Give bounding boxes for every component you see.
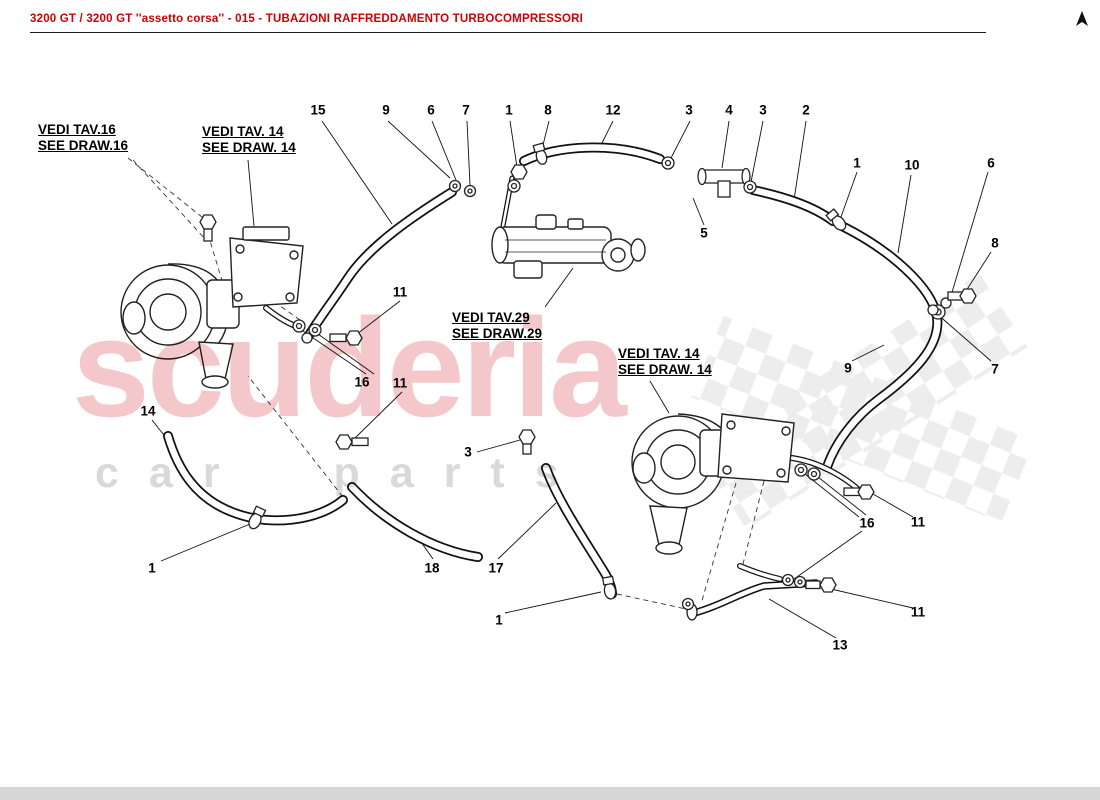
part-callout-6[interactable]: 6 bbox=[987, 155, 995, 171]
page-header: 3200 GT / 3200 GT ''assetto corsa'' - 01… bbox=[30, 13, 986, 33]
part-callout-11[interactable]: 11 bbox=[392, 375, 408, 391]
part-callout-15[interactable]: 15 bbox=[310, 102, 326, 118]
part-callout-3[interactable]: 3 bbox=[464, 444, 472, 460]
part-callout-11[interactable]: 11 bbox=[392, 284, 408, 300]
bolt-11-right-top bbox=[843, 484, 875, 500]
clamp-1-right bbox=[825, 208, 847, 231]
bolt-11-bottom bbox=[805, 577, 837, 593]
part-callout-3[interactable]: 3 bbox=[759, 102, 767, 118]
part-callout-4[interactable]: 4 bbox=[725, 102, 733, 118]
part-callout-9[interactable]: 9 bbox=[844, 360, 852, 376]
washer-7 bbox=[927, 304, 939, 316]
part-callout-16[interactable]: 16 bbox=[859, 515, 875, 531]
turbocharger-left bbox=[120, 226, 304, 389]
banjo-bolt-1 bbox=[510, 164, 528, 180]
hose-14 bbox=[163, 431, 348, 526]
pipe-banjo-right bbox=[789, 455, 863, 494]
water-manifold bbox=[491, 214, 646, 279]
part-callout-8[interactable]: 8 bbox=[991, 235, 999, 251]
part-callout-2[interactable]: 2 bbox=[802, 102, 810, 118]
part-callout-7[interactable]: 7 bbox=[462, 102, 470, 118]
hose-17 bbox=[541, 463, 617, 599]
part-callout-5[interactable]: 5 bbox=[700, 225, 708, 241]
part-callout-1[interactable]: 1 bbox=[495, 612, 503, 628]
page-title: 3200 GT / 3200 GT ''assetto corsa'' - 01… bbox=[30, 13, 583, 25]
part-callout-13[interactable]: 13 bbox=[832, 637, 848, 653]
part-callout-1[interactable]: 1 bbox=[853, 155, 861, 171]
part-callout-9[interactable]: 9 bbox=[382, 102, 390, 118]
part-callout-12[interactable]: 12 bbox=[605, 102, 621, 118]
part-callout-17[interactable]: 17 bbox=[488, 560, 504, 576]
part-callout-6[interactable]: 6 bbox=[427, 102, 435, 118]
part-callout-8[interactable]: 8 bbox=[544, 102, 552, 118]
part-callout-7[interactable]: 7 bbox=[991, 361, 999, 377]
hoses bbox=[163, 142, 943, 617]
clamp-8 bbox=[532, 142, 548, 165]
t-fitting-4 bbox=[697, 167, 751, 198]
part-callout-11[interactable]: 11 bbox=[910, 604, 926, 620]
hose-15 bbox=[303, 187, 457, 342]
bolt-8-right bbox=[947, 288, 977, 304]
corner-arrow-icon[interactable] bbox=[1074, 10, 1090, 28]
part-callout-1[interactable]: 1 bbox=[148, 560, 156, 576]
bolt-11-left-top bbox=[329, 330, 363, 346]
hose-18 bbox=[347, 482, 483, 562]
clamp-1-bottom-mid bbox=[601, 575, 617, 600]
bolt-11-left-bottom bbox=[335, 434, 369, 450]
part-callout-14[interactable]: 14 bbox=[140, 403, 156, 419]
pipe-13 bbox=[690, 579, 820, 617]
footer-bar bbox=[0, 787, 1100, 800]
hose-2 bbox=[748, 185, 838, 226]
part-callout-10[interactable]: 10 bbox=[904, 157, 920, 173]
part-callout-1[interactable]: 1 bbox=[505, 102, 513, 118]
clamp-1-bottom-left bbox=[248, 505, 267, 530]
fitting-3-bottom bbox=[518, 429, 536, 455]
pipe-small-right bbox=[737, 563, 783, 582]
sensor-tav16 bbox=[199, 214, 217, 242]
hose-10-9 bbox=[822, 221, 943, 472]
construction-lines bbox=[127, 157, 765, 610]
turbocharger-right bbox=[631, 413, 795, 555]
part-callout-18[interactable]: 18 bbox=[424, 560, 440, 576]
fittings bbox=[199, 142, 977, 621]
part-callout-11[interactable]: 11 bbox=[910, 514, 926, 530]
part-callout-3[interactable]: 3 bbox=[685, 102, 693, 118]
part-callout-16[interactable]: 16 bbox=[354, 374, 370, 390]
